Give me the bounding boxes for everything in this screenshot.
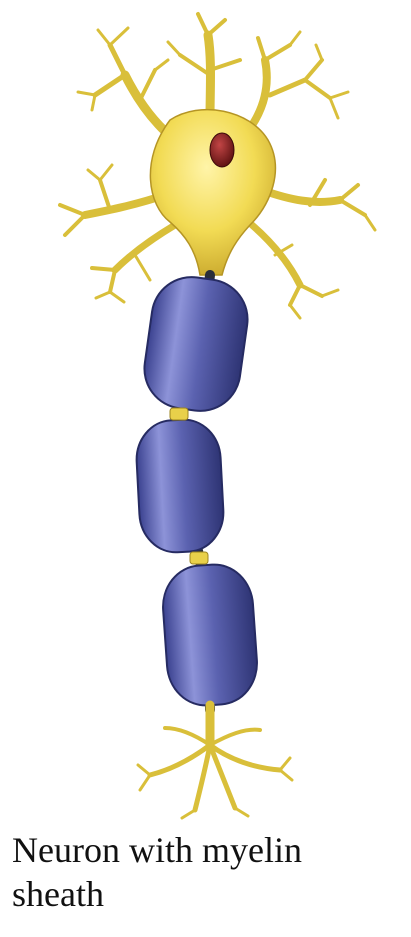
neuron-illustration: [0, 0, 411, 830]
caption-line-2: sheath: [12, 872, 407, 916]
node-of-ranvier: [190, 552, 208, 564]
caption-line-1: Neuron with myelin: [12, 828, 407, 872]
cell-body: [150, 110, 275, 275]
node-of-ranvier: [170, 408, 188, 420]
myelin-segment-2: [135, 418, 226, 554]
axon-terminals: [138, 705, 292, 818]
myelin-segment-3: [160, 562, 260, 708]
myelin-sheath: [135, 272, 260, 708]
figure-caption: Neuron with myelin sheath: [12, 828, 407, 916]
myelin-segment-1: [139, 272, 252, 416]
nucleus: [210, 133, 234, 167]
